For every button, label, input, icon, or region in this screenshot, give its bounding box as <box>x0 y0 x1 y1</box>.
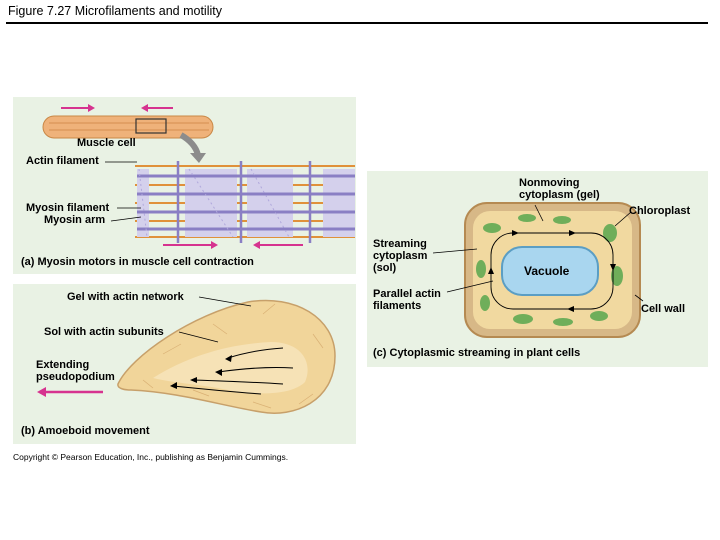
label-pseudopodium: pseudopodium <box>36 371 115 383</box>
label-vacuole: Vacuole <box>524 264 570 278</box>
panel-c: Nonmoving cytoplasm (gel) Chloroplast St… <box>367 171 708 367</box>
muscle-cell-shape <box>42 115 214 139</box>
label-muscle-cell: Muscle cell <box>77 137 136 149</box>
caption-panel-a: (a) Myosin motors in muscle cell contrac… <box>21 256 254 268</box>
caption-panel-c: (c) Cytoplasmic streaming in plant cells <box>373 347 581 359</box>
label-sol-actin-subunits: Sol with actin subunits <box>44 326 164 338</box>
title-divider <box>6 22 708 24</box>
label-myosin-arm: Myosin arm <box>44 214 106 226</box>
label-cytoplasm: cytoplasm <box>373 250 428 262</box>
panel-a: Muscle cell Actin filament Myosin filame… <box>13 97 356 274</box>
label-nonmoving: Nonmoving <box>519 177 580 189</box>
label-parallel-actin: Parallel actin <box>373 288 441 300</box>
plant-cell-diagram <box>432 202 644 338</box>
label-filaments: filaments <box>373 300 422 312</box>
label-extending: Extending <box>36 359 90 371</box>
muscle-diagram <box>42 104 355 249</box>
label-sol: (sol) <box>373 262 397 274</box>
sarcomere <box>135 161 355 243</box>
panel-b: Gel with actin network Sol with actin su… <box>13 284 356 444</box>
label-myosin-filament: Myosin filament <box>26 202 110 214</box>
label-cytoplasm-gel: cytoplasm (gel) <box>519 189 600 201</box>
label-cell-wall: Cell wall <box>641 303 686 315</box>
muscle-cell-zoom-box <box>135 118 167 134</box>
amoeba-diagram <box>37 296 336 414</box>
label-actin-filament: Actin filament <box>26 155 99 167</box>
label-chloroplast: Chloroplast <box>629 205 691 217</box>
label-gel-actin-network: Gel with actin network <box>67 291 184 303</box>
slide-title: Figure 7.27 Microfilaments and motility <box>8 4 222 18</box>
copyright-notice: Copyright © Pearson Education, Inc., pub… <box>13 452 289 462</box>
caption-panel-b: (b) Amoeboid movement <box>21 425 150 437</box>
label-streaming: Streaming <box>373 238 427 250</box>
vacuole-shape <box>501 246 599 296</box>
